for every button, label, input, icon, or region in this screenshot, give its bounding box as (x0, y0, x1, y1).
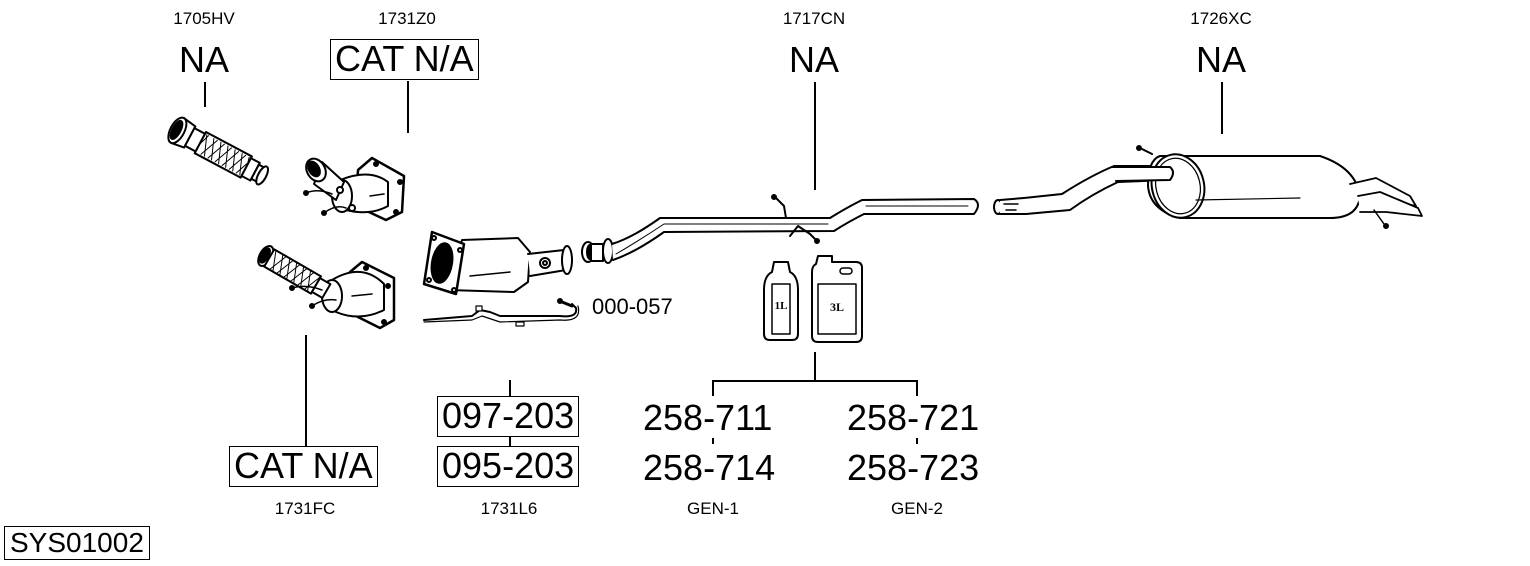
fluids-bracket (712, 380, 917, 382)
part-status-1705hv[interactable]: NA (178, 39, 230, 80)
gen2-label: GEN-2 (891, 499, 943, 518)
part-status-1731fc[interactable]: CAT N/A (229, 446, 378, 487)
gen2-divider (916, 438, 918, 444)
part-number-097-203[interactable]: 097-203 (437, 396, 580, 437)
part-code-1717cn: 1717CN (782, 9, 846, 28)
leader-line-1726xc (1221, 82, 1223, 134)
part-number-095-203[interactable]: 095-203 (437, 446, 580, 487)
part-code-1705hv: 1705HV (173, 9, 235, 28)
leader-line-1705hv (204, 82, 206, 107)
rear-silencer-drawing[interactable] (993, 145, 1423, 229)
particulate-filter-drawing[interactable] (422, 230, 573, 296)
gen1-part-number-2[interactable]: 258-714 (643, 447, 776, 488)
canister-3l-label: 3L (829, 300, 845, 314)
part-code-1726xc: 1726XC (1190, 9, 1252, 28)
leader-line-1731l6-join (509, 437, 511, 446)
part-code-1731l6: 1731L6 (480, 499, 538, 518)
part-status-1726xc[interactable]: NA (1195, 39, 1247, 80)
part-status-1731z0[interactable]: CAT N/A (330, 39, 479, 80)
gen2-part-number-1[interactable]: 258-721 (847, 397, 980, 438)
flex-pipe-drawing[interactable] (165, 115, 273, 190)
fluids-bracket-right (916, 380, 918, 396)
gen2-part-number-2[interactable]: 258-723 (847, 447, 980, 488)
part-code-1731z0: 1731Z0 (378, 9, 436, 28)
fluids-bracket-left (712, 380, 714, 396)
catalytic-converter-flex-drawing[interactable] (255, 243, 396, 330)
system-code: SYS01002 (4, 526, 150, 561)
leader-line-1731l6 (509, 380, 511, 396)
leader-line-1717cn (814, 82, 816, 190)
fluid-bottle-1l-drawing[interactable] (763, 261, 799, 341)
fluids-leader-line (814, 352, 816, 380)
gen1-divider (712, 438, 714, 444)
gen1-part-number-1[interactable]: 258-711 (643, 397, 773, 438)
part-code-1731fc: 1731FC (274, 499, 336, 518)
part-status-1717cn[interactable]: NA (788, 39, 840, 80)
sensor-part-number[interactable]: 000-057 (592, 294, 673, 319)
bottle-1l-label: 1L (774, 300, 788, 312)
middle-pipe-drawing[interactable] (581, 194, 979, 264)
leader-line-1731fc (305, 335, 307, 447)
fluid-canister-3l-drawing[interactable] (811, 255, 863, 343)
sensor-drawing[interactable] (423, 298, 580, 327)
leader-line-1731z0 (407, 81, 409, 133)
gen1-label: GEN-1 (687, 499, 739, 518)
catalytic-converter-drawing[interactable] (302, 155, 406, 222)
